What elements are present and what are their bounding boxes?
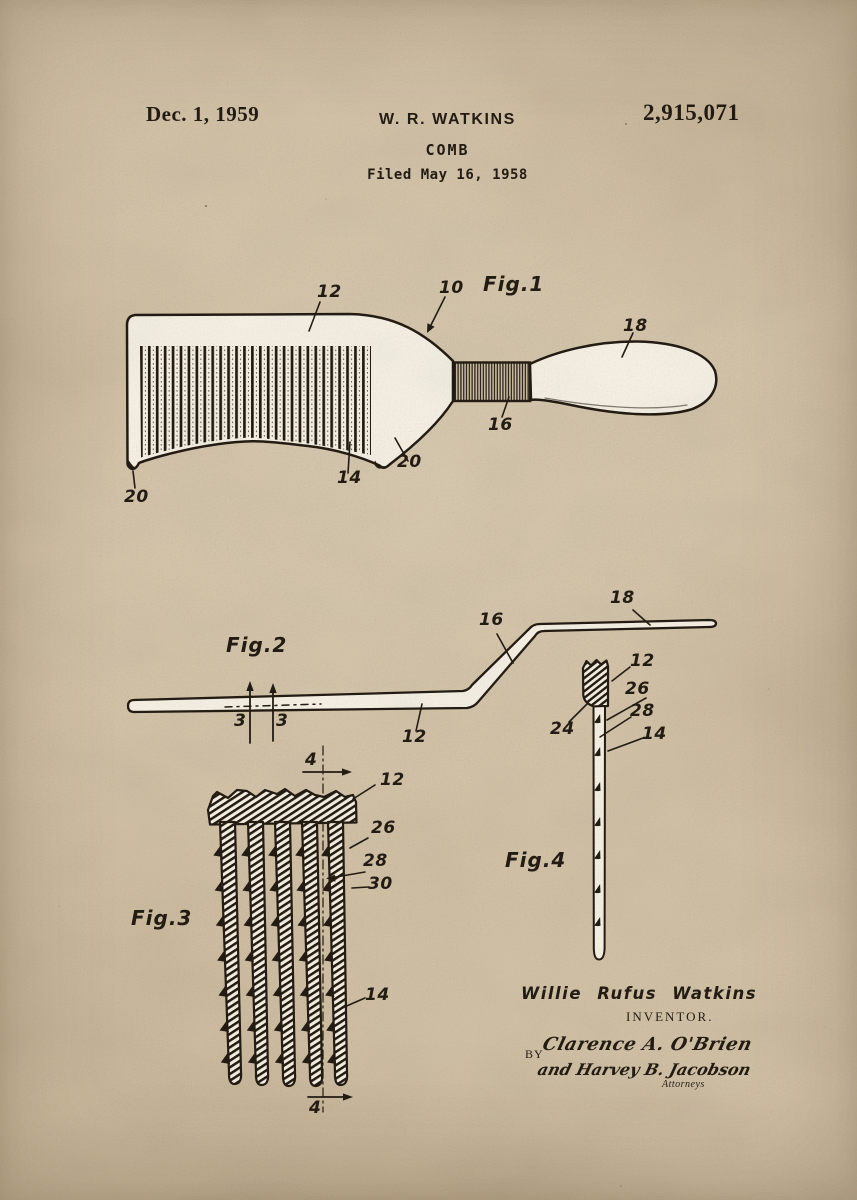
body-section-block (581, 658, 610, 708)
fig1-ref-12: 12 (317, 282, 342, 302)
fig2-ref-3-right: 3 (276, 711, 289, 731)
fig1-ref-20-right: 20 (397, 452, 422, 472)
fig1-ref-18: 18 (623, 316, 648, 336)
section-arrows-3 (246, 681, 277, 744)
fig3-ref-4-bottom: 4 (309, 1098, 322, 1118)
fig3-ref-28: 28 (363, 851, 388, 871)
header-patent-number: 2,915,071 (643, 100, 740, 125)
fig1-drawing (95, 255, 735, 520)
comb-neck-band (453, 361, 532, 403)
fig4-ref-14: 14 (642, 724, 667, 744)
fig1-ref-20-left: 20 (124, 487, 149, 507)
fig4-ref-24: 24 (550, 719, 575, 739)
fig1-title: Fig.1 (483, 272, 545, 296)
paper-specks (205, 205, 207, 207)
fig3-ref-26: 26 (371, 818, 396, 838)
section-teeth (218, 820, 349, 1088)
fig4-title: Fig.4 (505, 848, 567, 872)
attorneys-label: Attorneys (662, 1079, 705, 1090)
comb-handle (528, 340, 718, 416)
fig3-drawing (125, 740, 410, 1130)
fig4-ref-12: 12 (630, 651, 655, 671)
fig3-ref-30: 30 (368, 874, 393, 894)
fig2-ref-3-left: 3 (234, 711, 247, 731)
fig3-ref-14: 14 (365, 985, 390, 1005)
inventor-label: INVENTOR. (626, 1009, 714, 1024)
fig4-ref-28: 28 (630, 701, 655, 721)
header-patent-title: COMB (425, 141, 470, 159)
fig4-ref-26: 26 (625, 679, 650, 699)
signature-inventor-name: Willie Rufus Watkins (521, 984, 758, 1003)
fig3-title: Fig.3 (131, 906, 193, 930)
attorney-signature-2: and Harvey B. Jacobson (535, 1060, 753, 1079)
fig2-ref-16: 16 (479, 610, 504, 630)
attorney-signature-1: Clarence A. O'Brien (540, 1034, 755, 1055)
fig3-ref-4-top: 4 (305, 750, 318, 770)
fig1-ref-10: 10 (439, 278, 464, 298)
fig4-drawing (500, 650, 720, 970)
fig2-ref-18: 18 (610, 588, 635, 608)
fig2-title: Fig.2 (226, 633, 288, 657)
fig1-ref-14: 14 (337, 468, 362, 488)
comb-back-section (206, 787, 358, 826)
comb-teeth (140, 346, 371, 458)
fig3-ref-12: 12 (380, 770, 405, 790)
fig1-ref-16: 16 (488, 415, 513, 435)
header-filed-date: Filed May 16, 1958 (367, 167, 528, 183)
